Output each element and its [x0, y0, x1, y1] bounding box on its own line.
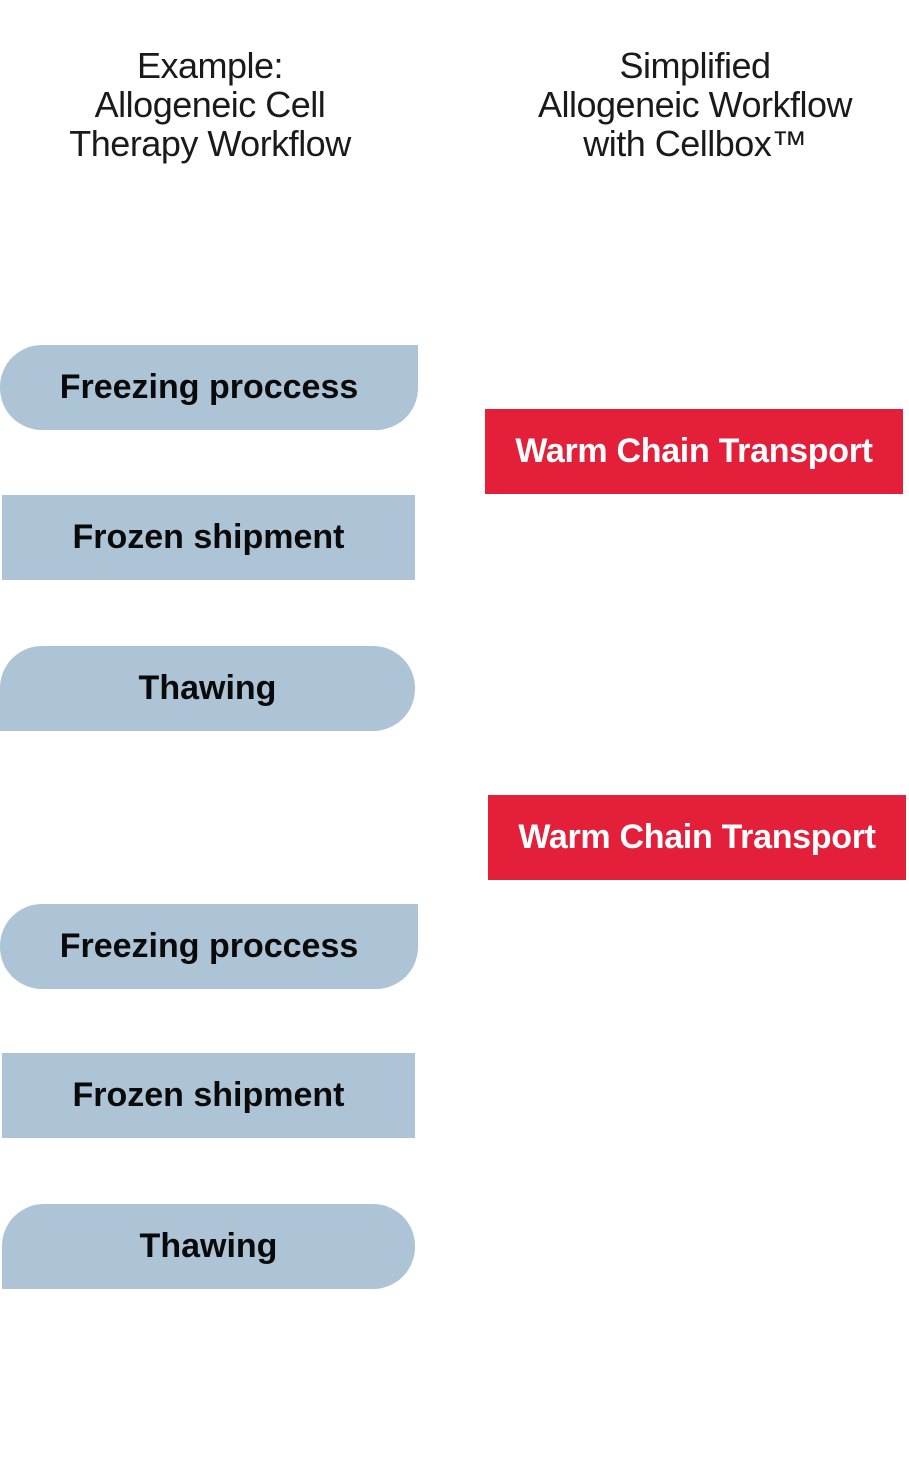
step-frozen-shipment-2: Frozen shipment	[2, 1053, 415, 1138]
step-thawing-1: Thawing	[0, 646, 415, 731]
right-title-line-2: Allogeneic Workflow	[538, 84, 852, 125]
right-title-line-1: Simplified	[619, 45, 771, 86]
right-title-line-3: with Cellbox™	[583, 123, 807, 164]
left-title-line-1: Example:	[136, 45, 284, 86]
step-thawing-2: Thawing	[2, 1204, 415, 1289]
left-title-line-2: Allogeneic Cell	[94, 84, 326, 125]
step-freezing-process-1: Freezing proccess	[0, 345, 418, 430]
right-column-title: Simplified Allogeneic Workflow with Cell…	[500, 46, 890, 163]
warm-chain-transport-1: Warm Chain Transport	[485, 409, 903, 494]
left-title-line-3: Therapy Workflow	[69, 123, 351, 164]
warm-chain-transport-2: Warm Chain Transport	[488, 795, 906, 880]
step-frozen-shipment-1: Frozen shipment	[2, 495, 415, 580]
left-column-title: Example: Allogeneic Cell Therapy Workflo…	[20, 46, 400, 163]
step-freezing-process-2: Freezing proccess	[0, 904, 418, 989]
